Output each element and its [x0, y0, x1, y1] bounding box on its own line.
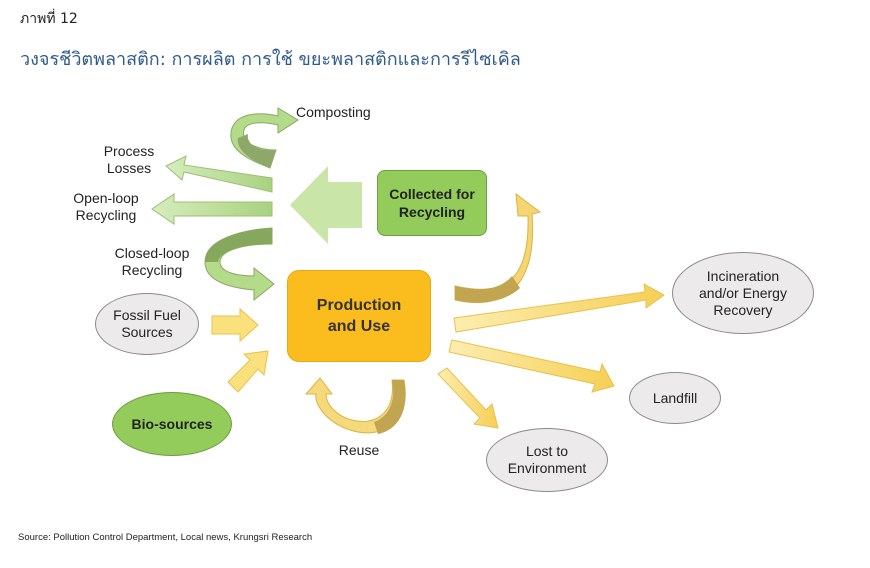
landfill-node: Landfill [629, 372, 721, 424]
bio-sources-node: Bio-sources [112, 392, 232, 456]
incineration-arrow [453, 283, 665, 333]
landfill-arrow [448, 339, 615, 393]
fossil-arrow [211, 307, 259, 343]
composting-label: Composting [296, 104, 371, 120]
lost-arrow [437, 367, 499, 429]
bio-arrow [227, 350, 269, 393]
lost-to-environment-node: Lost to Environment [486, 428, 608, 492]
incineration-node: Incineration and/or Energy Recovery [672, 252, 814, 334]
collected-back-arrow [290, 166, 362, 244]
open-loop-label: Open-loop Recycling [73, 190, 139, 223]
process-losses-label: Process Losses [103, 143, 155, 176]
figure-label: ภาพที่ 12 [20, 11, 78, 27]
source-note: Source: Pollution Control Department, Lo… [18, 532, 313, 543]
collected-for-recycling-node: Collected for Recycling [377, 170, 487, 236]
fossil-fuel-sources-node: Fossil Fuel Sources [95, 293, 199, 355]
process-losses-arrow [165, 155, 273, 193]
open-loop-arrow [151, 193, 273, 225]
closed-loop-label: Closed-loop Recycling [114, 245, 190, 278]
reuse-label: Reuse [338, 442, 380, 458]
production-and-use-node: Production and Use [287, 270, 431, 362]
page-title: วงจรชีวิตพลาสติก: การผลิต การใช้ ขยะพลาส… [20, 49, 521, 70]
